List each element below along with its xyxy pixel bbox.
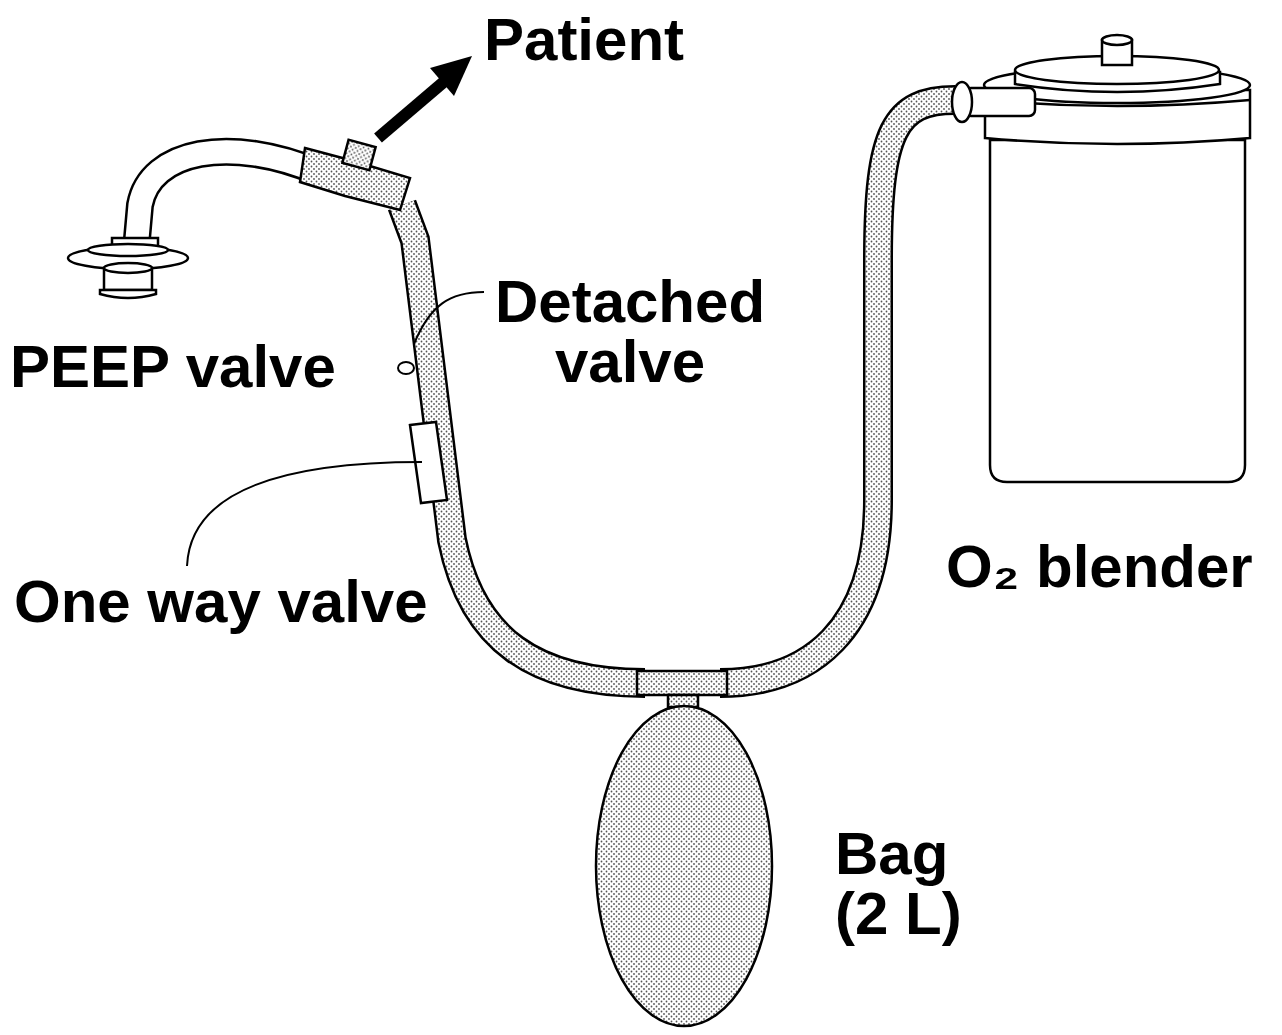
patient-connector bbox=[300, 140, 410, 210]
part-label: PEEP valve bbox=[10, 337, 390, 397]
part-label: Detached valve bbox=[480, 272, 780, 392]
patient-arrow bbox=[378, 56, 472, 138]
part-label: One way valve bbox=[14, 572, 484, 632]
supply-tube bbox=[720, 100, 955, 683]
part-label: Patient bbox=[484, 10, 744, 70]
y-junction bbox=[637, 671, 727, 695]
peep-tube bbox=[136, 152, 318, 250]
o2-blender bbox=[952, 35, 1250, 482]
reservoir-bag bbox=[596, 706, 772, 1026]
part-label: Bag (2 L) bbox=[835, 824, 985, 944]
leader-line bbox=[414, 292, 484, 344]
detached-valve bbox=[398, 362, 414, 374]
leader-line bbox=[187, 462, 422, 566]
peep-valve bbox=[68, 238, 188, 298]
part-label: O₂ blender bbox=[946, 537, 1276, 597]
